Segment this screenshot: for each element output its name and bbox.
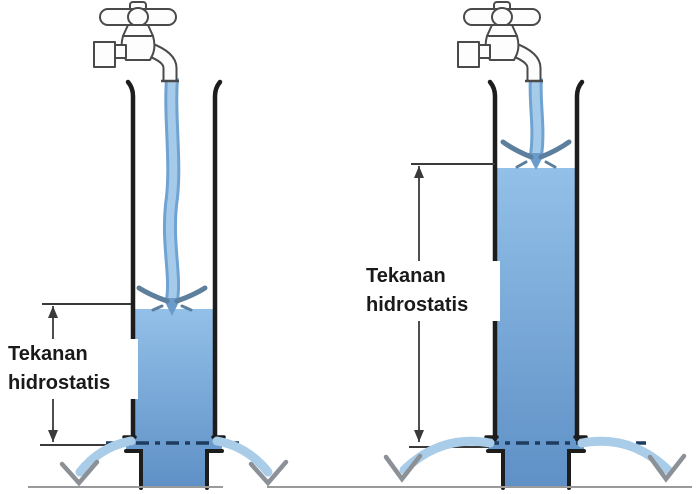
vessel-walls xyxy=(484,79,588,490)
vessel-walls xyxy=(122,79,226,490)
faucet-icon xyxy=(458,2,543,81)
figure-low-column xyxy=(28,2,289,490)
water-column xyxy=(126,309,222,487)
outflow-spray xyxy=(383,436,687,483)
hydrostatic-pressure-label-right: Tekanan hidrostatis xyxy=(364,261,500,321)
water-stream xyxy=(500,77,572,170)
water-column xyxy=(488,168,584,487)
outflow-spray xyxy=(59,436,289,487)
faucet-icon xyxy=(94,2,179,81)
water-stream xyxy=(136,77,208,316)
figure-high-column xyxy=(267,2,692,490)
hydrostatic-pressure-label-left: Tekanan hidrostatis xyxy=(6,339,138,399)
